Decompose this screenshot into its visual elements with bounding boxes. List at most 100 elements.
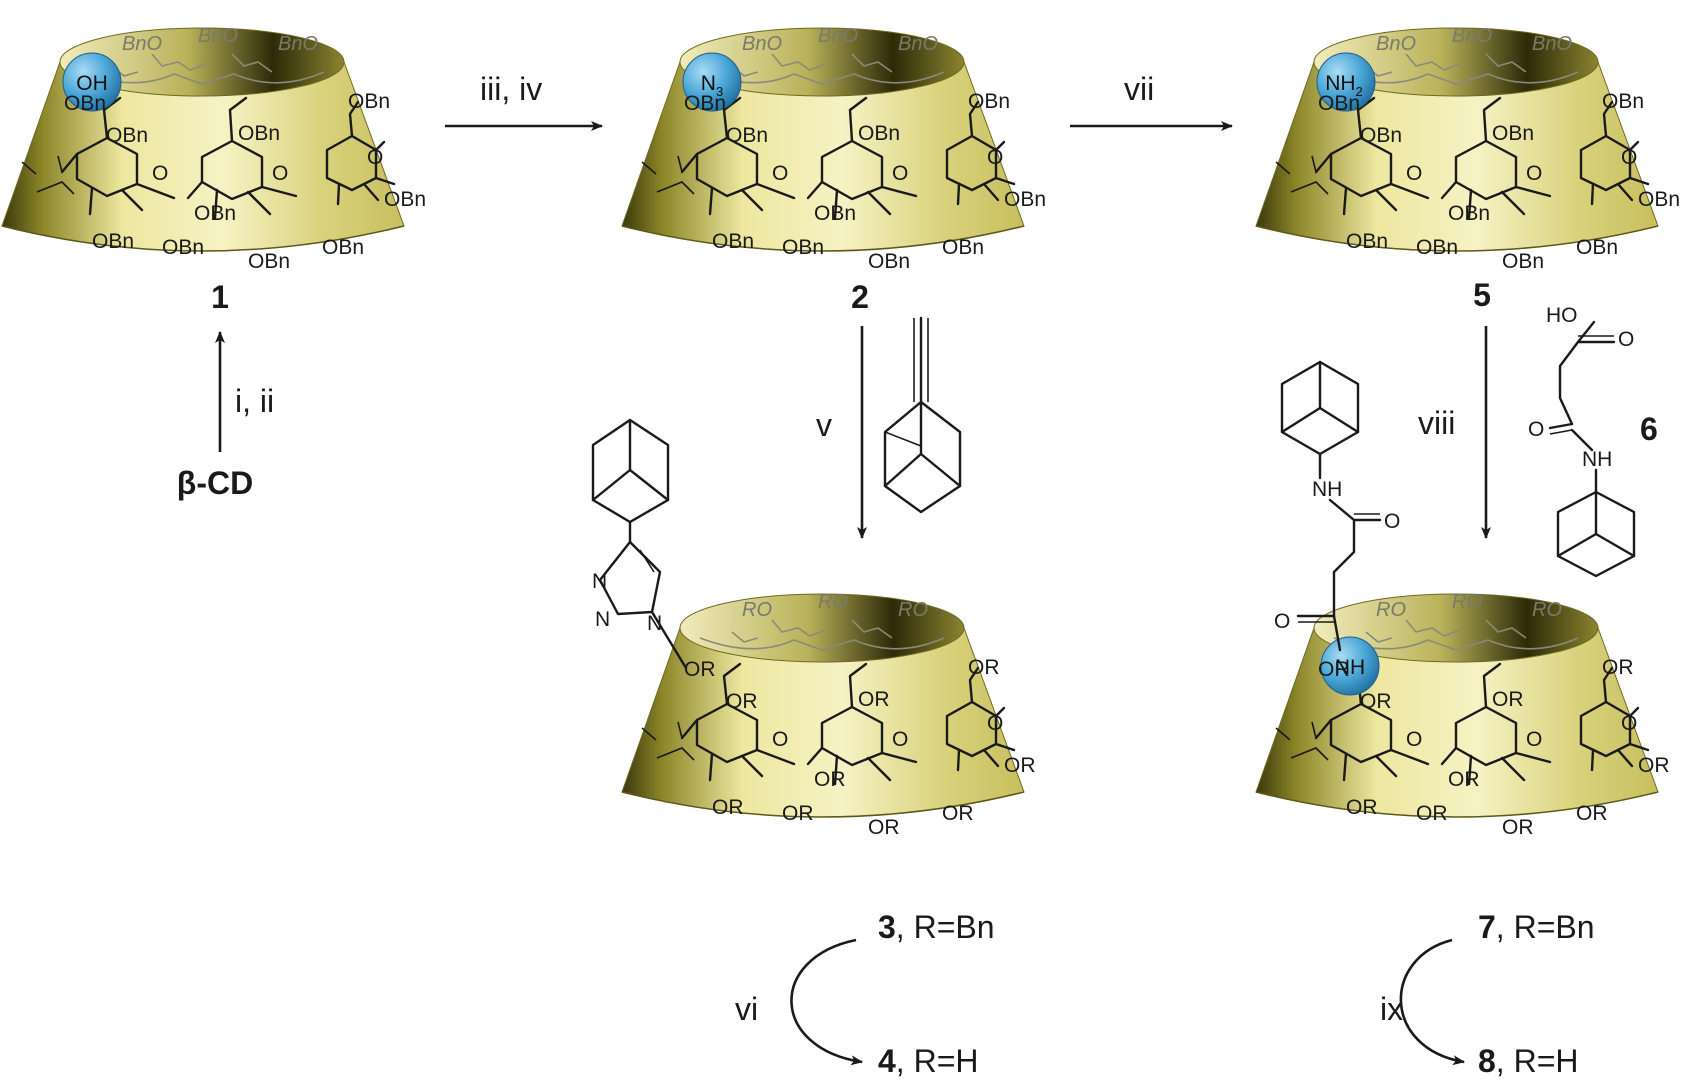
ethynyl-adamantane-reagent bbox=[883, 316, 962, 514]
outer-group-label: OBn bbox=[1638, 188, 1680, 211]
ball-label-c2: N bbox=[701, 72, 716, 95]
ball-label-c5: NH bbox=[1325, 72, 1355, 95]
ring-oxygen-label: O bbox=[1406, 162, 1422, 185]
outer-group-label: OBn bbox=[64, 92, 106, 115]
rim-group-label: RO bbox=[1532, 599, 1562, 621]
outer-group-label: OBn bbox=[1502, 250, 1544, 273]
ball-c78: NH bbox=[1320, 636, 1380, 696]
compound-label-5: 5 bbox=[1473, 277, 1491, 313]
outer-group-label: OBn bbox=[814, 202, 856, 225]
triazole-n2: N bbox=[595, 608, 610, 631]
reagent6-nh: NH bbox=[1582, 448, 1612, 471]
start-material-label: β-CD bbox=[177, 465, 253, 501]
compound-label-2: 2 bbox=[851, 279, 869, 315]
outer-group-label: OR bbox=[1346, 796, 1378, 819]
outer-group-label: OBn bbox=[162, 236, 204, 259]
step-label-vi: vi bbox=[735, 991, 758, 1027]
rim-group-label: RO bbox=[1452, 591, 1482, 613]
adamantyl-triazole-substituent: N N N bbox=[591, 418, 688, 670]
outer-group-label: OBn bbox=[1492, 122, 1534, 145]
ball-label-c78: NH bbox=[1335, 656, 1365, 679]
outer-group-label: OBn bbox=[1448, 202, 1490, 225]
outer-group-label: OBn bbox=[1318, 92, 1360, 115]
step-label-vii: vii bbox=[1124, 71, 1154, 107]
adamantyl-amide-linker: NH O O bbox=[1274, 360, 1400, 652]
compound-label-7: 7, R=Bn bbox=[1478, 909, 1595, 945]
compound-label-6: 6 bbox=[1640, 411, 1658, 447]
outer-group-label: OR bbox=[868, 816, 900, 839]
outer-group-label: OBn bbox=[92, 230, 134, 253]
triazole-n3: N bbox=[647, 612, 662, 635]
ring-oxygen-label: O bbox=[987, 146, 1003, 169]
outer-group-label: OR bbox=[1638, 754, 1670, 777]
rim-group-label: BnO bbox=[1452, 25, 1492, 47]
outer-group-label: OR bbox=[814, 768, 846, 791]
outer-group-label: OR bbox=[1318, 658, 1350, 681]
outer-group-label: OBn bbox=[1416, 236, 1458, 259]
rim-group-label: BnO bbox=[898, 33, 938, 55]
ring-oxygen-label: O bbox=[1621, 146, 1637, 169]
outer-group-label: OBn bbox=[782, 236, 824, 259]
svg-text:N3: N3 bbox=[701, 72, 723, 99]
ring-oxygen-label: O bbox=[152, 162, 168, 185]
ring-oxygen-label: O bbox=[1406, 728, 1422, 751]
amide-o2: O bbox=[1274, 610, 1290, 633]
arrow-ix bbox=[1399, 938, 1465, 1066]
ball-sub-c2: 3 bbox=[716, 84, 723, 99]
outer-group-label: OR bbox=[726, 690, 758, 713]
ring-oxygen-label: O bbox=[772, 728, 788, 751]
outer-group-label: OBn bbox=[322, 236, 364, 259]
ring-oxygen-label: O bbox=[1526, 728, 1542, 751]
outer-group-label: OBn bbox=[868, 250, 910, 273]
outer-group-label: OBn bbox=[712, 230, 754, 253]
ring-oxygen-label: O bbox=[892, 728, 908, 751]
rim-group-label: RO bbox=[818, 591, 848, 613]
reagent6-ho: HO bbox=[1546, 304, 1578, 327]
outer-group-label: OR bbox=[1602, 656, 1634, 679]
outer-group-label: OBn bbox=[248, 250, 290, 273]
outer-group-label: OBn bbox=[968, 90, 1010, 113]
outer-group-label: OBn bbox=[858, 122, 900, 145]
outer-group-label: OBn bbox=[1576, 236, 1618, 259]
rim-group-label: BnO bbox=[818, 25, 858, 47]
compound-label-8: 8, R=H bbox=[1478, 1043, 1578, 1079]
rim-group-label: RO bbox=[898, 599, 928, 621]
svg-text:NH2: NH2 bbox=[1325, 72, 1363, 99]
outer-group-label: OR bbox=[858, 688, 890, 711]
ring-oxygen-label: O bbox=[1621, 712, 1637, 735]
outer-group-label: OBn bbox=[238, 122, 280, 145]
ring-oxygen-label: O bbox=[772, 162, 788, 185]
compound-label-4: 4, R=H bbox=[878, 1043, 978, 1079]
ring-oxygen-label: O bbox=[987, 712, 1003, 735]
arrow-vi bbox=[790, 938, 863, 1066]
outer-group-label: OBn bbox=[194, 202, 236, 225]
outer-group-label: OR bbox=[1502, 816, 1534, 839]
step-label-v: v bbox=[816, 407, 832, 443]
rim-group-label: BnO bbox=[1376, 33, 1416, 55]
ball-c1: OH bbox=[62, 52, 122, 112]
rim-group-label: BnO bbox=[122, 33, 162, 55]
compound-label-1: 1 bbox=[211, 279, 229, 315]
rim-group-label: RO bbox=[1376, 599, 1406, 621]
outer-group-label: OBn bbox=[1360, 124, 1402, 147]
outer-group-label: OBn bbox=[684, 92, 726, 115]
outer-group-label: OBn bbox=[384, 188, 426, 211]
outer-group-label: OBn bbox=[942, 236, 984, 259]
outer-group-label: OBn bbox=[1602, 90, 1644, 113]
rim-group-label: BnO bbox=[198, 25, 238, 47]
ball-label-c1: OH bbox=[76, 72, 108, 95]
outer-group-label: OR bbox=[1360, 690, 1392, 713]
reagent6-o1: O bbox=[1618, 328, 1634, 351]
reagent6-o2: O bbox=[1528, 418, 1544, 441]
ball-c2: N3 bbox=[682, 52, 742, 112]
reagent-6: HO O O NH 6 bbox=[1528, 304, 1658, 578]
triazole-n1: N bbox=[592, 570, 607, 593]
ring-oxygen-label: O bbox=[272, 162, 288, 185]
step-label-viii: viii bbox=[1418, 405, 1455, 441]
outer-group-label: OR bbox=[1416, 802, 1448, 825]
ring-oxygen-label: O bbox=[892, 162, 908, 185]
compound-label-3: 3, R=Bn bbox=[878, 909, 995, 945]
